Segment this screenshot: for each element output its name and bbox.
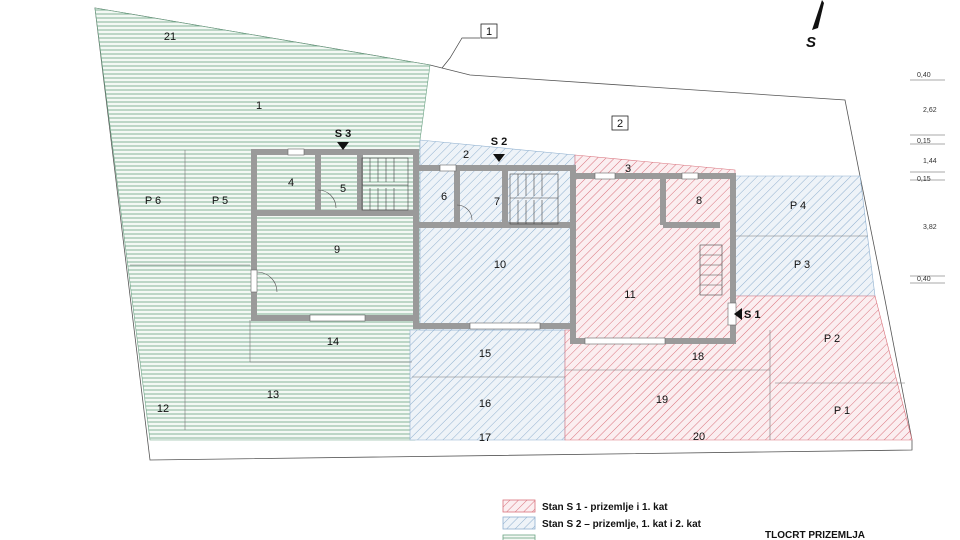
room-label-8: 8 xyxy=(696,195,702,207)
room-label-18: 18 xyxy=(692,351,704,363)
room-label-2: 2 xyxy=(463,149,469,161)
zone-s3 xyxy=(94,7,431,441)
site-boundary xyxy=(94,7,913,461)
callout-2-label: 2 xyxy=(617,118,623,130)
door-swings xyxy=(256,189,473,293)
room-label-p2: P 2 xyxy=(824,333,840,345)
entrance-marker-s1 xyxy=(734,308,742,320)
entrance-label-s2: S 2 xyxy=(491,136,508,148)
room-label-14: 14 xyxy=(327,336,339,348)
room-label-13: 13 xyxy=(267,389,279,401)
room-label-20: 20 xyxy=(693,431,705,443)
room-label-17: 17 xyxy=(479,432,491,444)
interior-lines xyxy=(130,150,905,440)
dimension-4: 0,15 xyxy=(917,176,931,183)
dimension-0: 0,40 xyxy=(917,72,931,79)
entrance-label-s3: S 3 xyxy=(335,128,352,140)
room-label-11: 11 xyxy=(624,289,635,301)
room-label-3: 3 xyxy=(625,163,631,175)
dimension-3: 1,44 xyxy=(923,158,937,165)
room-label-12: 12 xyxy=(157,403,169,415)
legend-label-s2: Stan S 2 – prizemlje, 1. kat i 2. kat xyxy=(542,519,702,530)
room-label-10: 10 xyxy=(494,259,506,271)
stairs xyxy=(361,157,723,296)
room-label-1: 1 xyxy=(256,100,262,112)
compass-label: S xyxy=(806,34,816,51)
room-label-19: 19 xyxy=(656,394,668,406)
legend-swatch-s3 xyxy=(502,534,536,540)
room-label-5: 5 xyxy=(340,183,346,195)
entrance-marker-s3 xyxy=(337,142,349,150)
callout-1-leader xyxy=(441,37,480,69)
room-label-21: 21 xyxy=(164,31,176,43)
callout-1-box xyxy=(480,23,498,39)
room-label-15: 15 xyxy=(479,348,491,360)
room-label-p4: P 4 xyxy=(790,200,806,212)
dimension-2: 0,15 xyxy=(917,138,931,145)
dimension-chain xyxy=(910,79,945,284)
room-label-p6: P 6 xyxy=(145,195,161,207)
room-label-6: 6 xyxy=(441,191,447,203)
room-label-9: 9 xyxy=(334,244,340,256)
room-label-16: 16 xyxy=(479,398,491,410)
entrance-marker-s2 xyxy=(493,154,505,162)
legend-swatch-s1 xyxy=(502,499,536,513)
zone-s2-lower xyxy=(409,329,566,441)
dimension-5: 3,82 xyxy=(923,224,937,231)
dimension-1: 2,62 xyxy=(923,107,937,114)
dimension-6: 0,40 xyxy=(917,276,931,283)
openings xyxy=(250,148,737,345)
entrance-label-s1: S 1 xyxy=(744,309,761,321)
room-label-p1: P 1 xyxy=(834,405,850,417)
callout-2-box xyxy=(611,115,629,131)
legend-swatch-s2 xyxy=(502,516,536,530)
room-label-4: 4 xyxy=(288,177,294,189)
compass-arrow-icon xyxy=(812,0,824,30)
room-label-p5: P 5 xyxy=(212,195,228,207)
callout-1-label: 1 xyxy=(486,26,492,38)
legend: Stan S 1 - prizemlje i 1. kat Stan S 2 –… xyxy=(502,499,702,540)
plan-title: TLOCRT PRIZEMLJA xyxy=(765,530,865,540)
legend-label-s1: Stan S 1 - prizemlje i 1. kat xyxy=(542,502,668,513)
room-label-p3: P 3 xyxy=(794,259,810,271)
room-label-7: 7 xyxy=(494,196,500,208)
room-labels: 21 1 2 3 4 5 6 7 8 9 10 11 12 13 14 15 1… xyxy=(145,31,850,444)
